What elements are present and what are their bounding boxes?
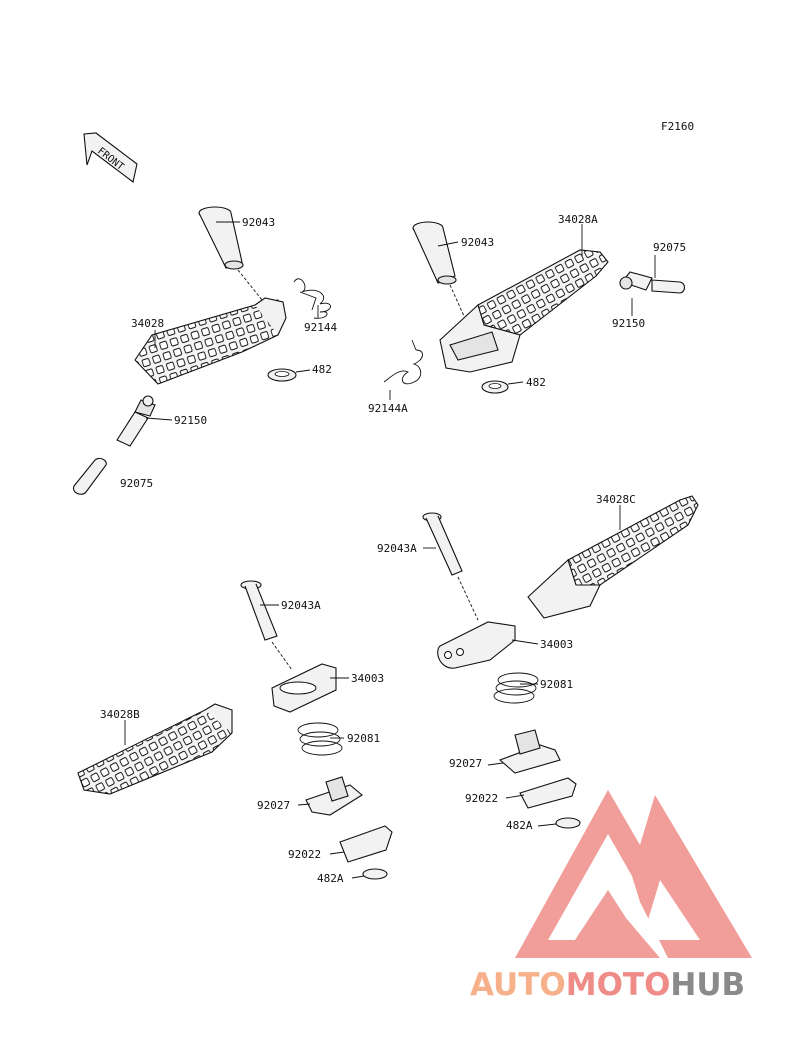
clip-482-left xyxy=(267,368,297,382)
label-482A-right: 482A xyxy=(506,819,533,832)
plate-92027-right xyxy=(498,729,561,774)
label-34003-left: 34003 xyxy=(351,672,384,685)
label-482-right: 482 xyxy=(526,376,546,389)
plate-92022-left xyxy=(339,825,393,863)
label-92075-right: 92075 xyxy=(653,241,686,254)
svg-text:AUTOMOTOHUB: AUTOMOTOHUB xyxy=(470,967,745,1003)
label-92075-left: 92075 xyxy=(120,477,153,490)
plate-92022-right xyxy=(519,777,577,809)
label-92043A-left: 92043A xyxy=(281,599,321,612)
label-92027-right: 92027 xyxy=(449,757,482,770)
label-92043-top-left: 92043 xyxy=(242,216,275,229)
bracket-34003-right xyxy=(437,621,516,669)
pin-92043-top-left xyxy=(198,206,244,270)
label-92150-right: 92150 xyxy=(612,317,645,330)
pin-92150-right xyxy=(619,271,653,291)
watermark-part-auto: AUTO xyxy=(470,967,566,1003)
label-482-left: 482 xyxy=(312,363,332,376)
clip-482A-left xyxy=(362,868,388,880)
watermark-text: AUTOMOTOHUB xyxy=(470,967,745,1003)
front-arrow-icon: FRONT xyxy=(83,132,138,183)
footpeg-34028A xyxy=(439,249,609,373)
label-92022-right: 92022 xyxy=(465,792,498,805)
bracket-34003-left xyxy=(271,663,337,713)
label-92043-top-right: 92043 xyxy=(461,236,494,249)
pin-92043A-left xyxy=(240,580,278,641)
part-labels: 92043 34028 92144 482 92150 92075 92043 … xyxy=(100,213,686,885)
cap-92075-right xyxy=(651,279,686,294)
label-482A-left: 482A xyxy=(317,872,344,885)
watermark-logo xyxy=(515,790,752,958)
label-34028A: 34028A xyxy=(558,213,598,226)
watermark-part-moto: MOTO xyxy=(566,967,671,1003)
plate-92027-left xyxy=(305,776,363,816)
label-92043A-right: 92043A xyxy=(377,542,417,555)
spring-92081-left xyxy=(297,722,343,756)
footpeg-34028C xyxy=(527,495,699,619)
footpeg-34028B xyxy=(77,703,233,795)
label-34028: 34028 xyxy=(131,317,164,330)
spring-92081-right xyxy=(493,672,539,704)
footpeg-34028 xyxy=(134,297,287,385)
label-92144A: 92144A xyxy=(368,402,408,415)
cap-92075-left xyxy=(72,457,107,495)
watermark-part-hub: HUB xyxy=(670,967,745,1003)
pin-92150-left xyxy=(116,395,156,447)
clip-482-right xyxy=(481,380,509,394)
label-92022-left: 92022 xyxy=(288,848,321,861)
spring-92144 xyxy=(293,278,331,319)
clip-482A-right xyxy=(555,817,581,829)
pin-92043-top-right xyxy=(412,221,457,285)
label-92027-left: 92027 xyxy=(257,799,290,812)
label-92081-right: 92081 xyxy=(540,678,573,691)
pin-92043A-right xyxy=(422,512,463,576)
label-34028C: 34028C xyxy=(596,493,636,506)
spring-92144A xyxy=(383,339,423,385)
figure-code: F2160 xyxy=(661,120,694,133)
label-92144: 92144 xyxy=(304,321,337,334)
label-92150-left: 92150 xyxy=(174,414,207,427)
leader-lines xyxy=(124,221,656,879)
label-34003-right: 34003 xyxy=(540,638,573,651)
label-34028B: 34028B xyxy=(100,708,140,721)
label-92081-left: 92081 xyxy=(347,732,380,745)
